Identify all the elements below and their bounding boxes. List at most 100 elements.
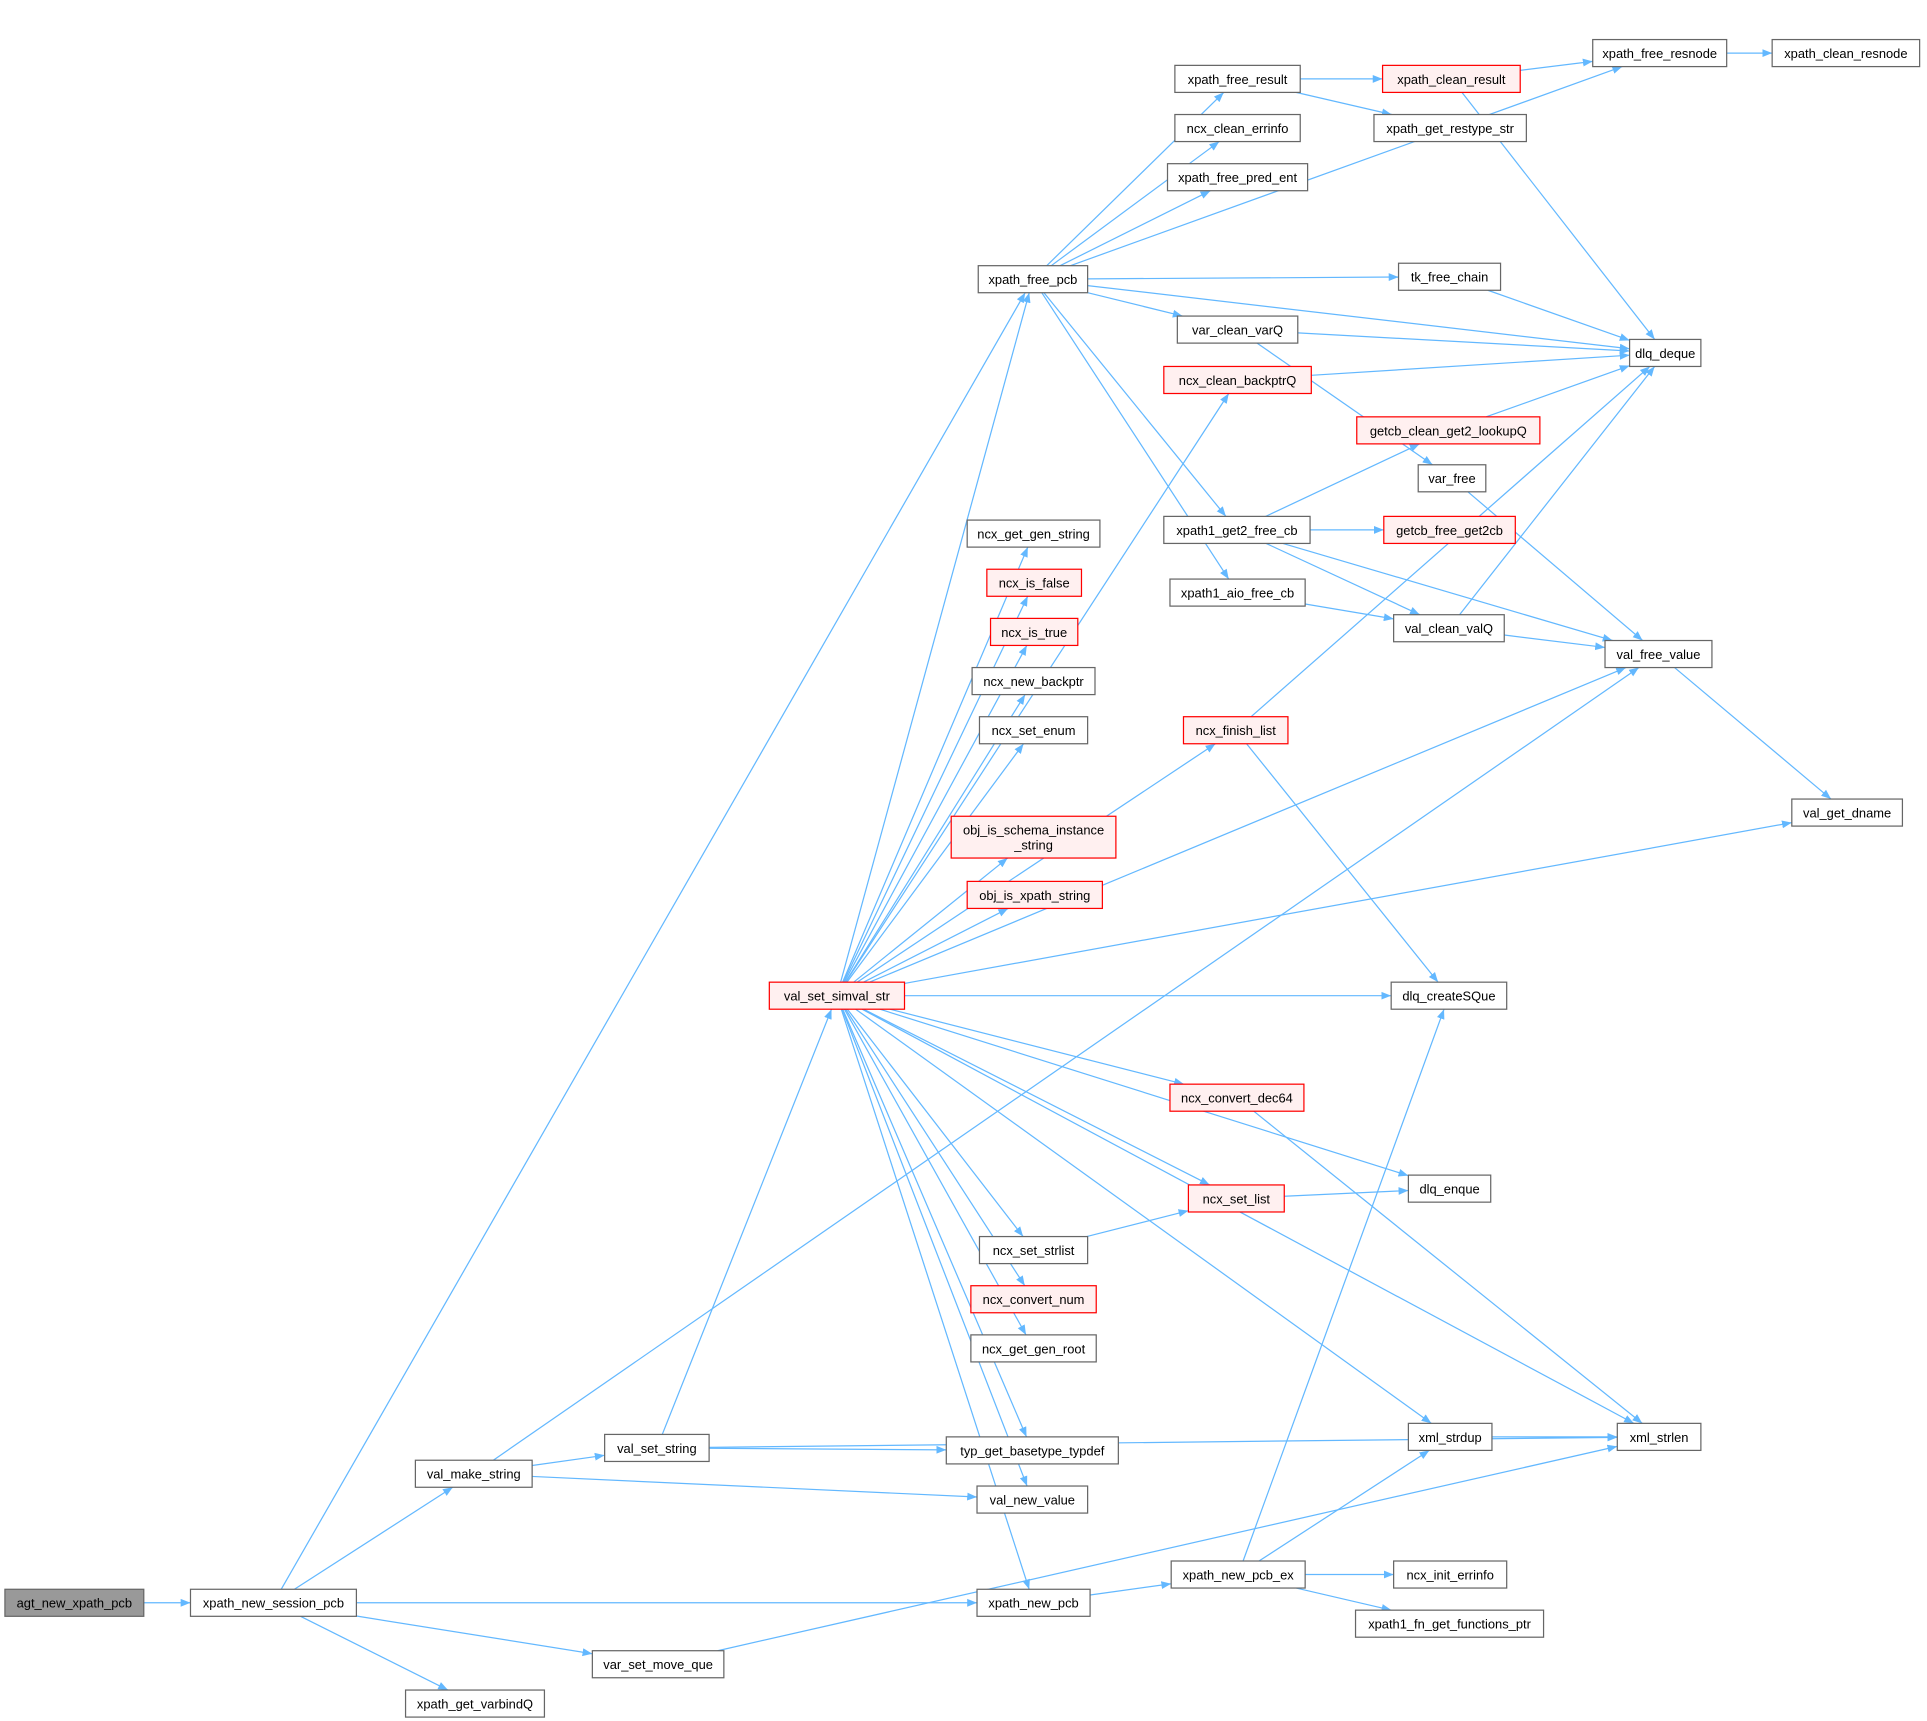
node-label: val_set_string	[617, 1441, 697, 1456]
node-box	[604, 1433, 710, 1463]
node-box	[1187, 1184, 1285, 1213]
node-label: ncx_convert_dec64	[1181, 1091, 1293, 1106]
node-xpath-new-pcb[interactable]: xpath_new_pcb	[976, 1588, 1091, 1617]
node-label: val_clean_valQ	[1405, 621, 1493, 636]
node-xml-strlen[interactable]: xml_strlen	[1616, 1422, 1702, 1452]
node-ncx-set-strlist[interactable]: ncx_set_strlist	[978, 1235, 1089, 1265]
node-ncx-get-gen-string[interactable]: ncx_get_gen_string	[966, 519, 1101, 548]
edge-xpath_free_pcb-to-tk_free_chain	[1087, 273, 1399, 282]
node-val-free-value[interactable]: val_free_value	[1604, 639, 1713, 669]
node-ncx-set-enum[interactable]: ncx_set_enum	[978, 716, 1089, 745]
node-xpath-new-pcb-ex[interactable]: xpath_new_pcb_ex	[1170, 1560, 1306, 1589]
node-obj-is-schema-instance-string[interactable]: obj_is_schema_instance_string	[950, 815, 1117, 859]
node-ncx-finish-list[interactable]: ncx_finish_list	[1182, 716, 1289, 745]
node-xpath-get-varbindQ[interactable]: xpath_get_varbindQ	[404, 1689, 546, 1718]
node-label: ncx_is_false	[999, 576, 1070, 591]
node-var-set-move-que[interactable]: var_set_move_que	[591, 1650, 725, 1679]
edge-xpath_free_pcb-to-xpath_free_resnode	[1070, 66, 1623, 267]
edge-val_set_simval_str-to-obj_is_xpath_string	[863, 907, 1009, 983]
node-label: xpath_new_pcb	[988, 1596, 1078, 1611]
edge-val_set_simval_str-to-ncx_set_strlist	[846, 1008, 1024, 1237]
node-xpath1-get2-free-cb[interactable]: xpath1_get2_free_cb	[1163, 515, 1311, 545]
node-xpath-free-pcb[interactable]: xpath_free_pcb	[977, 265, 1089, 294]
node-xpath-clean-resnode[interactable]: xpath_clean_resnode	[1771, 38, 1921, 68]
edge-val_set_simval_str-to-dlq_enque	[879, 1008, 1409, 1177]
edge-xpath_free_pcb-to-var_clean_varQ	[1087, 292, 1183, 318]
node-ncx-set-list[interactable]: ncx_set_list	[1187, 1184, 1285, 1213]
node-label: xpath_get_restype_str	[1386, 121, 1514, 136]
edge-val_set_simval_str-to-ncx_finish_list	[856, 743, 1216, 983]
node-xpath1-fn-get-functions-ptr[interactable]: xpath1_fn_get_functions_ptr	[1354, 1609, 1545, 1638]
edge-xpath1_get2_free_cb-to-val_clean_valQ	[1265, 542, 1421, 616]
node-getcb-clean-get2-lookupQ[interactable]: getcb_clean_get2_lookupQ	[1356, 416, 1541, 445]
node-label: getcb_free_get2cb	[1396, 523, 1503, 538]
node-ncx-clean-backptrQ[interactable]: ncx_clean_backptrQ	[1163, 365, 1312, 395]
node-agt-new-xpath-pcb[interactable]: agt_new_xpath_pcb	[4, 1588, 145, 1617]
node-label: var_free	[1428, 471, 1475, 486]
node-box	[970, 1285, 1097, 1314]
node-box	[1628, 338, 1702, 368]
node-val-set-string[interactable]: val_set_string	[604, 1433, 710, 1463]
node-label: _string	[1013, 837, 1053, 852]
node-ncx-get-gen-root[interactable]: ncx_get_gen_root	[970, 1334, 1097, 1363]
node-box	[1397, 262, 1502, 291]
node-xpath-free-pred-ent[interactable]: xpath_free_pred_ent	[1166, 163, 1309, 192]
node-box	[976, 1588, 1091, 1617]
node-val-set-simval-str[interactable]: val_set_simval_str	[768, 981, 906, 1010]
node-ncx-is-false[interactable]: ncx_is_false	[986, 568, 1083, 597]
node-label: val_get_dname	[1803, 805, 1891, 820]
node-label: ncx_set_list	[1203, 1191, 1271, 1206]
node-label: ncx_clean_backptrQ	[1179, 373, 1297, 388]
node-label: ncx_init_errinfo	[1406, 1567, 1493, 1582]
node-box	[1174, 64, 1301, 94]
node-val-clean-valQ[interactable]: val_clean_valQ	[1393, 614, 1505, 643]
edge-val_free_value-to-val_get_dname	[1674, 667, 1832, 800]
node-label: dlq_enque	[1419, 1182, 1479, 1197]
node-dlq-deque[interactable]: dlq_deque	[1628, 338, 1702, 368]
node-var-free[interactable]: var_free	[1417, 464, 1487, 493]
edge-ncx_set_list-to-dlq_enque	[1284, 1187, 1409, 1197]
node-var-clean-varQ[interactable]: var_clean_varQ	[1176, 315, 1299, 344]
node-obj-is-xpath-string[interactable]: obj_is_xpath_string	[966, 880, 1103, 910]
node-ncx-convert-num[interactable]: ncx_convert_num	[970, 1285, 1097, 1314]
edge-val_make_string-to-val_free_value	[492, 667, 1640, 1461]
node-ncx-is-true[interactable]: ncx_is_true	[989, 617, 1079, 647]
node-box	[1771, 38, 1921, 68]
node-dlq-createSQue[interactable]: dlq_createSQue	[1390, 981, 1508, 1010]
node-xpath-free-resnode[interactable]: xpath_free_resnode	[1592, 38, 1728, 68]
node-label: xpath_new_pcb_ex	[1183, 1567, 1295, 1582]
node-xml-strdup[interactable]: xml_strdup	[1407, 1422, 1493, 1452]
node-tk-free-chain[interactable]: tk_free_chain	[1397, 262, 1502, 291]
node-xpath-new-session-pcb[interactable]: xpath_new_session_pcb	[189, 1588, 358, 1617]
node-label: val_free_value	[1617, 647, 1701, 662]
node-box	[978, 716, 1089, 745]
node-ncx-convert-dec64[interactable]: ncx_convert_dec64	[1169, 1083, 1305, 1112]
node-label: ncx_clean_errinfo	[1187, 121, 1289, 136]
node-val-get-dname[interactable]: val_get_dname	[1791, 798, 1904, 827]
node-ncx-new-backptr[interactable]: ncx_new_backptr	[971, 666, 1096, 696]
node-box	[989, 617, 1079, 647]
node-label: ncx_set_enum	[992, 723, 1076, 738]
node-ncx-clean-errinfo[interactable]: ncx_clean_errinfo	[1174, 113, 1301, 143]
node-box	[591, 1650, 725, 1679]
node-label: ncx_new_backptr	[983, 674, 1084, 689]
node-xpath-clean-result[interactable]: xpath_clean_result	[1381, 64, 1521, 94]
node-typ-get-basetype-typdef[interactable]: typ_get_basetype_typdef	[945, 1436, 1119, 1465]
node-getcb-free-get2cb[interactable]: getcb_free_get2cb	[1383, 515, 1516, 545]
node-xpath-get-restype-str[interactable]: xpath_get_restype_str	[1373, 113, 1527, 143]
node-xpath-free-result[interactable]: xpath_free_result	[1174, 64, 1301, 94]
node-val-new-value[interactable]: val_new_value	[976, 1485, 1089, 1514]
node-xpath1-aio-free-cb[interactable]: xpath1_aio_free_cb	[1169, 578, 1306, 607]
node-dlq-enque[interactable]: dlq_enque	[1407, 1174, 1492, 1203]
edge-val_set_string-to-typ_get_basetype_typdef	[709, 1445, 947, 1454]
node-box	[986, 568, 1083, 597]
edge-xpath1_get2_free_cb-to-getcb_clean_get2_lookupQ	[1265, 443, 1420, 517]
node-val-make-string[interactable]: val_make_string	[414, 1459, 533, 1488]
edge-ncx_finish_list-to-dlq_createSQue	[1246, 743, 1439, 983]
edge-val_set_simval_str-to-ncx_convert_dec64	[889, 1008, 1185, 1086]
node-ncx-init-errinfo[interactable]: ncx_init_errinfo	[1393, 1560, 1508, 1589]
edge-xpath_new_session_pcb-to-xpath_get_varbindQ	[300, 1615, 449, 1691]
edge-ncx_convert_dec64-to-xml_strlen	[1253, 1110, 1643, 1424]
node-label: tk_free_chain	[1411, 270, 1488, 285]
